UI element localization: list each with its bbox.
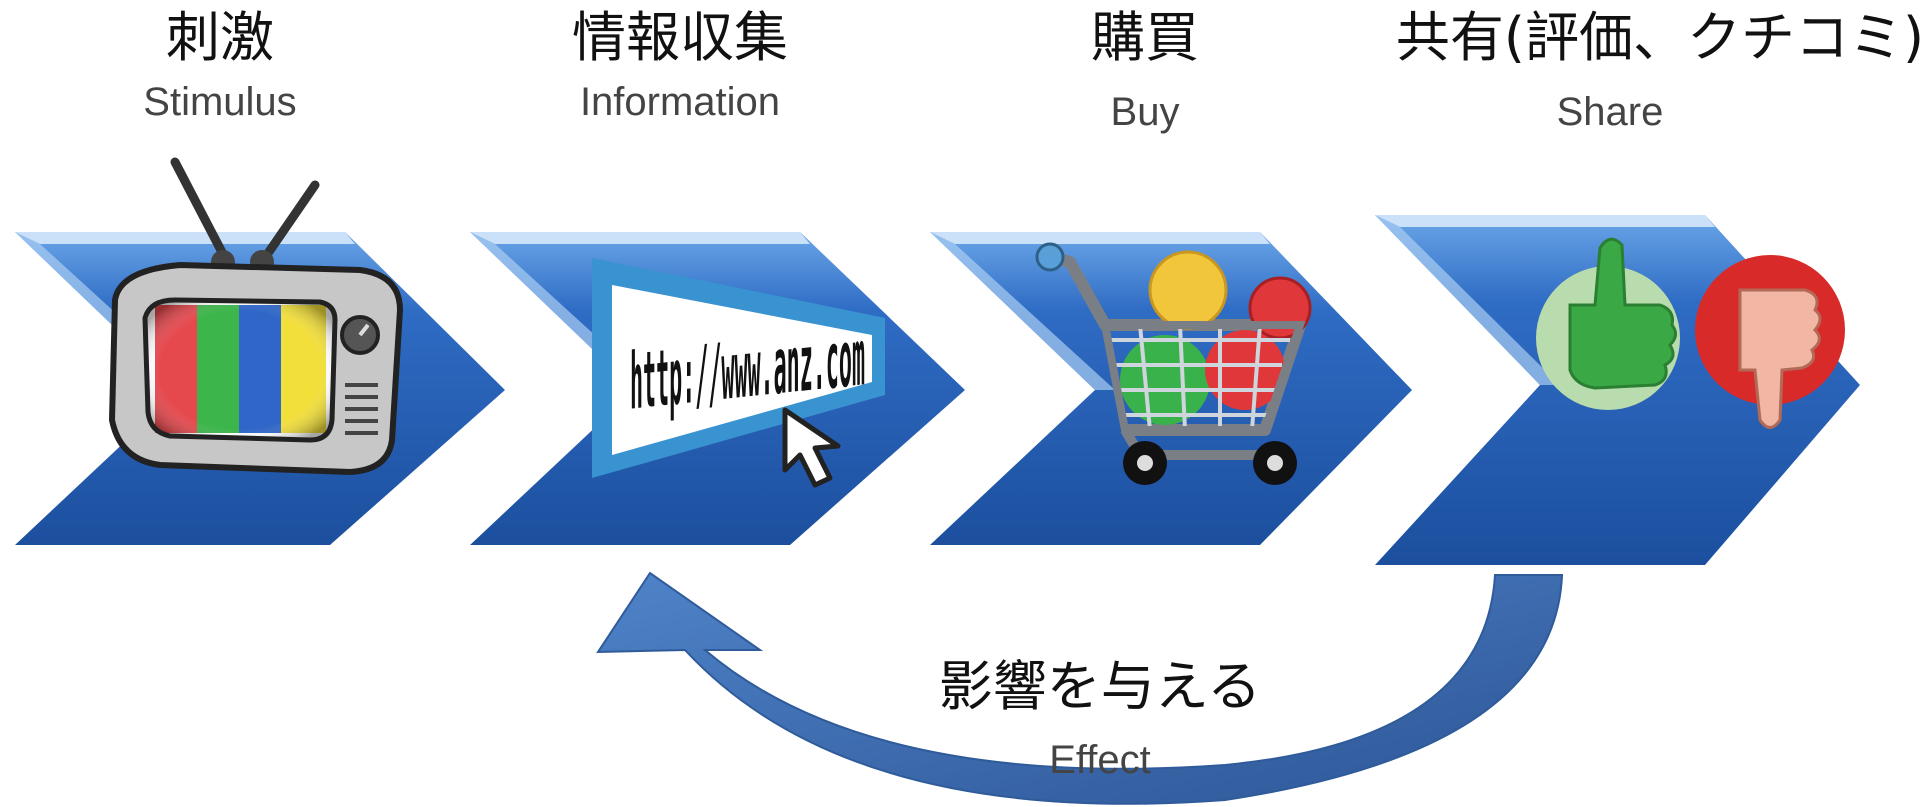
- tv-icon: [108, 157, 404, 476]
- stage-title-information: 情報収集: [572, 6, 788, 69]
- shopping-cart-icon: [1035, 242, 1312, 485]
- stage-title-share: 共有(評価、クチコミ): [1395, 6, 1925, 69]
- stage-subtitle-share: Share: [1556, 90, 1664, 134]
- stage-subtitle-buy: Buy: [1110, 90, 1180, 134]
- stage-title-stimulus: 刺激: [166, 6, 274, 69]
- stage-subtitle-stimulus: Stimulus: [143, 80, 297, 124]
- stage-title-buy: 購買: [1091, 6, 1199, 69]
- browser-url-icon: http://www.anz.com: [592, 258, 885, 488]
- stage-subtitle-information: Information: [579, 80, 781, 124]
- effect-title: 影響を与える: [938, 655, 1262, 718]
- effect-arrow: [596, 571, 1564, 805]
- effect-subtitle: Effect: [1049, 738, 1151, 782]
- thumbs-up-down-icon: [1536, 237, 1845, 429]
